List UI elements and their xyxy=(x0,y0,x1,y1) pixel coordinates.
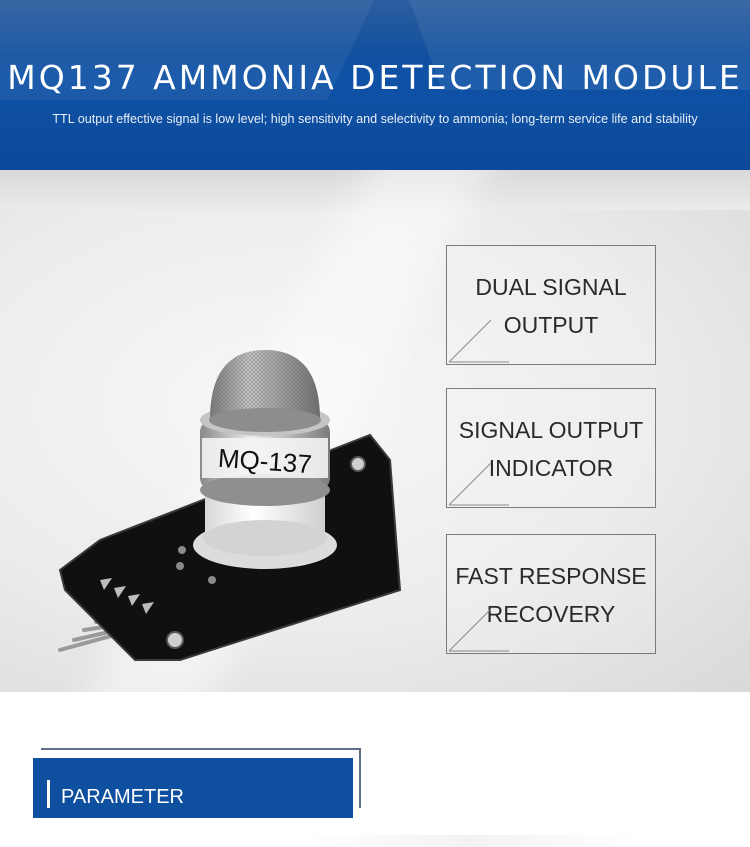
feature-text: SIGNAL OUTPUT INDICATOR xyxy=(458,417,644,481)
feature-box-fast-response: FAST RESPONSE RECOVERY xyxy=(446,534,656,654)
header-box: PARAMETER xyxy=(33,758,353,818)
sensor-label: MQ-137 xyxy=(217,443,313,479)
header-outline xyxy=(41,748,361,808)
corner-slash-icon xyxy=(448,319,509,363)
feature-text: DUAL SIGNAL OUTPUT xyxy=(475,274,627,338)
product-section: MQ-137 DUAL SIGNAL OUTPUT SIGNAL OUTPUT … xyxy=(0,170,750,692)
mq137-sensor-module-image: MQ-137 xyxy=(58,350,402,661)
header-banner: MQ137 AMMONIA DETECTION MODULE TTL outpu… xyxy=(0,0,750,170)
page-subtitle: TTL output effective signal is low level… xyxy=(52,112,698,126)
corner-slash-icon xyxy=(448,462,509,506)
feature-box-dual-signal: DUAL SIGNAL OUTPUT xyxy=(446,245,656,365)
parameter-section-header: PARAMETER xyxy=(33,748,363,820)
page-title: MQ137 AMMONIA DETECTION MODULE xyxy=(7,58,743,97)
section-title: PARAMETER xyxy=(61,786,184,808)
accent-bar xyxy=(47,780,50,808)
bottom-shadow xyxy=(300,835,640,847)
banner-highlight xyxy=(0,0,750,58)
feature-text: FAST RESPONSE RECOVERY xyxy=(455,563,647,627)
top-shadow-band xyxy=(0,170,750,210)
feature-box-signal-indicator: SIGNAL OUTPUT INDICATOR xyxy=(446,388,656,508)
corner-slash-icon xyxy=(448,608,509,652)
